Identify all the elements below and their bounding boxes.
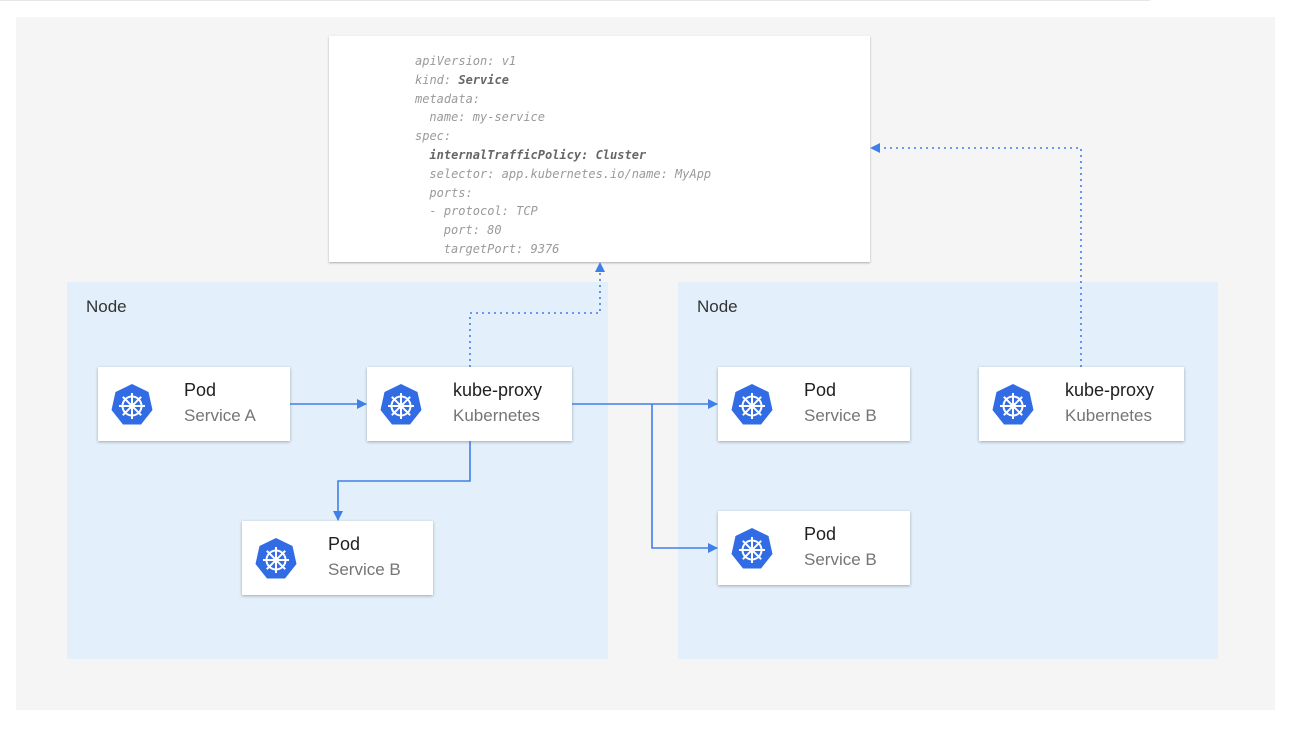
- card-title: kube-proxy: [1065, 380, 1155, 400]
- card-title: Pod: [328, 534, 361, 554]
- yaml-key: port:: [443, 223, 480, 238]
- yaml-line: metadata:: [415, 90, 711, 109]
- yaml-value: my-service: [465, 110, 545, 125]
- yaml-key: metadata:: [415, 91, 481, 106]
- arrow-proxy-to-right-pod-2: [651, 404, 718, 553]
- yaml-key: ports:: [429, 185, 473, 200]
- kubernetes-helm-icon: [254, 537, 298, 581]
- kubernetes-helm-icon: [730, 527, 774, 571]
- yaml-value: TCP: [508, 204, 538, 219]
- node-label: Node: [86, 297, 127, 316]
- yaml-line: kind: Service: [415, 71, 711, 90]
- yaml-value: Cluster: [588, 147, 647, 162]
- card-title: Pod: [804, 380, 837, 400]
- yaml-line: internalTrafficPolicy: Cluster: [415, 146, 711, 165]
- yaml-line: apiVersion: v1: [415, 52, 711, 71]
- card-title: Pod: [184, 380, 217, 400]
- yaml-line: spec:: [415, 127, 711, 146]
- dotted-arrow-right-proxy-to-service: [870, 143, 1082, 367]
- yaml-key: apiVersion:: [415, 54, 495, 68]
- yaml-value: app.kubernetes.io/name: MyApp: [494, 166, 712, 181]
- dotted-arrow-left-proxy-to-service: [469, 262, 605, 367]
- top-divider: [0, 0, 1150, 1]
- yaml-key: targetPort:: [443, 241, 524, 256]
- yaml-key: name:: [429, 110, 466, 125]
- yaml-line: port: 80: [415, 221, 711, 240]
- yaml-key: - protocol:: [429, 204, 509, 219]
- yaml-key: kind:: [415, 72, 452, 87]
- yaml-value: 80: [479, 223, 502, 238]
- card-title: Pod: [804, 524, 837, 544]
- card-subtitle: Kubernetes: [453, 406, 540, 425]
- yaml-line: name: my-service: [415, 108, 711, 127]
- node-label: Node: [697, 297, 738, 316]
- card-title: kube-proxy: [453, 380, 543, 400]
- kubernetes-helm-icon: [991, 383, 1035, 427]
- card-subtitle: Service B: [804, 550, 877, 569]
- yaml-line: targetPort: 9376: [415, 240, 711, 259]
- node-right: Node: [678, 282, 1218, 659]
- yaml-value: Service: [451, 72, 509, 87]
- arrow-proxy-to-left-pod-b: [333, 441, 471, 521]
- yaml-key: spec:: [415, 129, 452, 144]
- kubernetes-helm-icon: [379, 383, 423, 427]
- card-subtitle: Kubernetes: [1065, 406, 1152, 425]
- yaml-line: selector: app.kubernetes.io/name: MyApp: [415, 165, 711, 184]
- node-left: Node: [67, 282, 608, 659]
- yaml-key: internalTrafficPolicy:: [429, 147, 589, 162]
- yaml-value: v1: [494, 54, 517, 68]
- card-subtitle: Service A: [184, 406, 256, 425]
- yaml-line: ports:: [415, 184, 711, 203]
- card-subtitle: Service B: [328, 560, 401, 579]
- yaml-value: 9376: [523, 241, 560, 256]
- kubernetes-helm-icon: [110, 383, 154, 427]
- kubernetes-helm-icon: [730, 383, 774, 427]
- yaml-line: - protocol: TCP: [415, 202, 711, 221]
- card-subtitle: Service B: [804, 406, 877, 425]
- yaml-key: selector:: [429, 166, 495, 181]
